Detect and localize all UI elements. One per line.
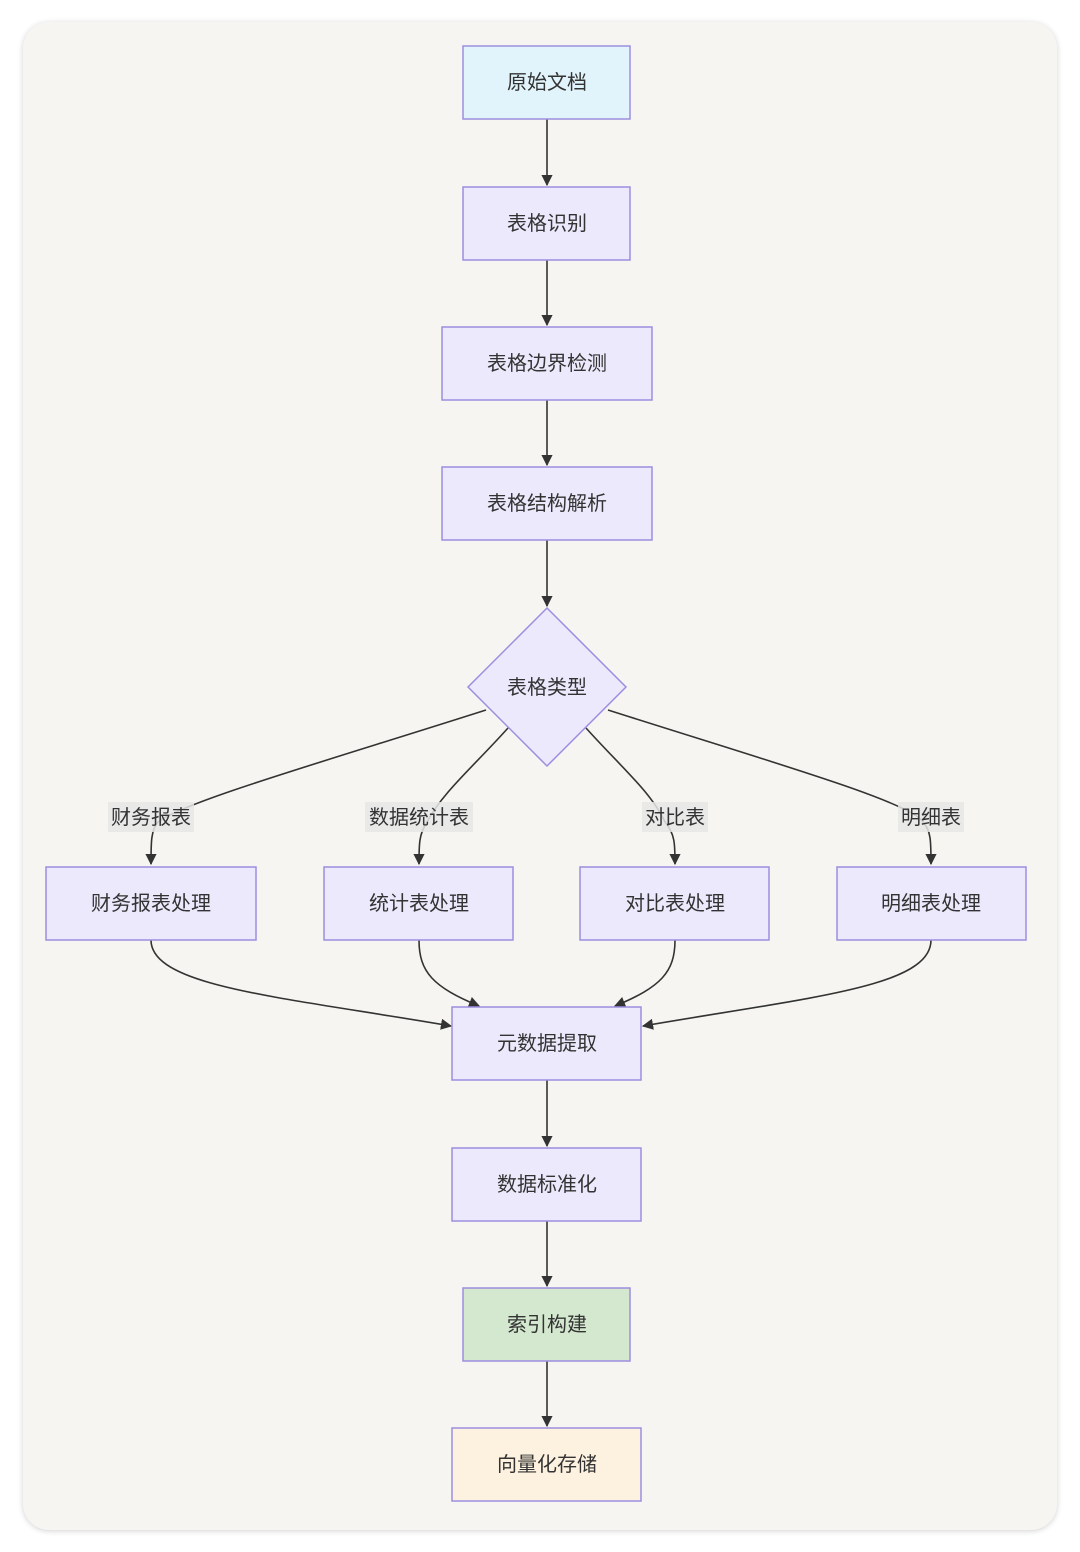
svg-text:数据统计表: 数据统计表: [369, 805, 469, 829]
node-vector-storage[interactable]: 向量化存储: [451, 1427, 642, 1502]
node-boundary-detection[interactable]: 表格边界检测: [441, 326, 653, 401]
edges: [145, 119, 937, 1428]
node-financial-processing[interactable]: 财务报表处理: [45, 866, 257, 941]
edge-type-to-financial: [145, 709, 487, 866]
svg-text:对比表: 对比表: [645, 805, 705, 829]
edge-label-financial: 财务报表: [108, 802, 194, 832]
svg-text:表格边界检测: 表格边界检测: [487, 351, 607, 375]
node-data-normalization[interactable]: 数据标准化: [451, 1147, 642, 1222]
svg-text:表格识别: 表格识别: [507, 211, 587, 235]
svg-text:对比表处理: 对比表处理: [625, 891, 725, 915]
node-statistics-processing[interactable]: 统计表处理: [323, 866, 514, 941]
svg-text:向量化存储: 向量化存储: [497, 1452, 597, 1476]
svg-text:元数据提取: 元数据提取: [497, 1031, 597, 1055]
edge-comparison-to-metadata: [613, 939, 676, 1008]
svg-text:表格结构解析: 表格结构解析: [487, 491, 607, 515]
edge-label-statistics: 数据统计表: [365, 802, 473, 832]
edge-type-to-statistics: [413, 727, 509, 866]
edge-type-to-comparison: [585, 727, 681, 866]
diagram-canvas: 财务报表 数据统计表 对比表 明细表 原始文档 表格识别 表格边界检测 表格结构…: [23, 22, 1057, 1530]
node-source-document[interactable]: 原始文档: [462, 45, 631, 120]
node-comparison-processing[interactable]: 对比表处理: [579, 866, 770, 941]
svg-text:明细表处理: 明细表处理: [881, 891, 981, 915]
svg-text:财务报表处理: 财务报表处理: [91, 891, 211, 915]
flowchart: 财务报表 数据统计表 对比表 明细表 原始文档 表格识别 表格边界检测 表格结构…: [45, 45, 1027, 1502]
svg-text:原始文档: 原始文档: [507, 70, 587, 94]
node-table-type-decision[interactable]: 表格类型: [466, 606, 628, 768]
node-structure-parsing[interactable]: 表格结构解析: [441, 466, 653, 541]
edge-type-to-detail: [607, 709, 937, 866]
svg-text:财务报表: 财务报表: [111, 805, 191, 829]
edge-label-comparison: 对比表: [642, 802, 708, 832]
node-detail-processing[interactable]: 明细表处理: [836, 866, 1027, 941]
svg-text:明细表: 明细表: [901, 805, 961, 829]
edge-detail-to-metadata: [641, 939, 932, 1030]
svg-text:数据标准化: 数据标准化: [497, 1172, 597, 1196]
svg-text:统计表处理: 统计表处理: [369, 891, 469, 915]
node-metadata-extraction[interactable]: 元数据提取: [451, 1006, 642, 1081]
node-table-recognition[interactable]: 表格识别: [462, 186, 631, 261]
svg-text:表格类型: 表格类型: [507, 675, 587, 699]
edge-statistics-to-metadata: [418, 939, 481, 1008]
edge-label-detail: 明细表: [898, 802, 964, 832]
edge-financial-to-metadata: [150, 939, 453, 1030]
node-index-building[interactable]: 索引构建: [462, 1287, 631, 1362]
svg-text:索引构建: 索引构建: [507, 1312, 587, 1336]
